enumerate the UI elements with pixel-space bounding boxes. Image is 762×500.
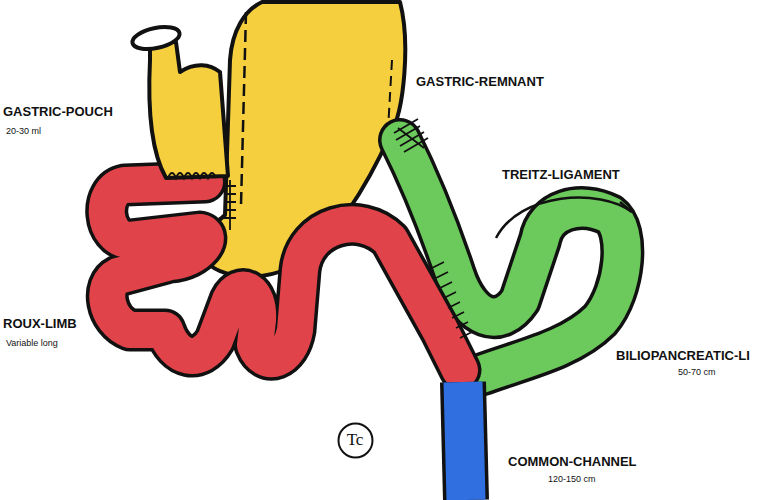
part-name: BILIOPANCREATIC-LI: [616, 348, 750, 363]
logo-text: Tc: [347, 430, 364, 450]
part-name: TREITZ-LIGAMENT: [502, 167, 620, 182]
logo-circle: Tc: [337, 422, 374, 459]
dimension: Variable long: [6, 338, 58, 348]
part-name: GASTRIC-POUCH: [3, 104, 113, 119]
dimension: 50-70 cm: [678, 367, 716, 377]
part-name: GASTRIC-REMNANT: [416, 74, 544, 89]
part-name: COMMON-CHANNEL: [508, 454, 637, 469]
dimension: 20-30 ml: [6, 126, 41, 136]
part-name: ROUX-LIMB: [3, 316, 77, 331]
dimension: 120-150 cm: [548, 474, 596, 484]
